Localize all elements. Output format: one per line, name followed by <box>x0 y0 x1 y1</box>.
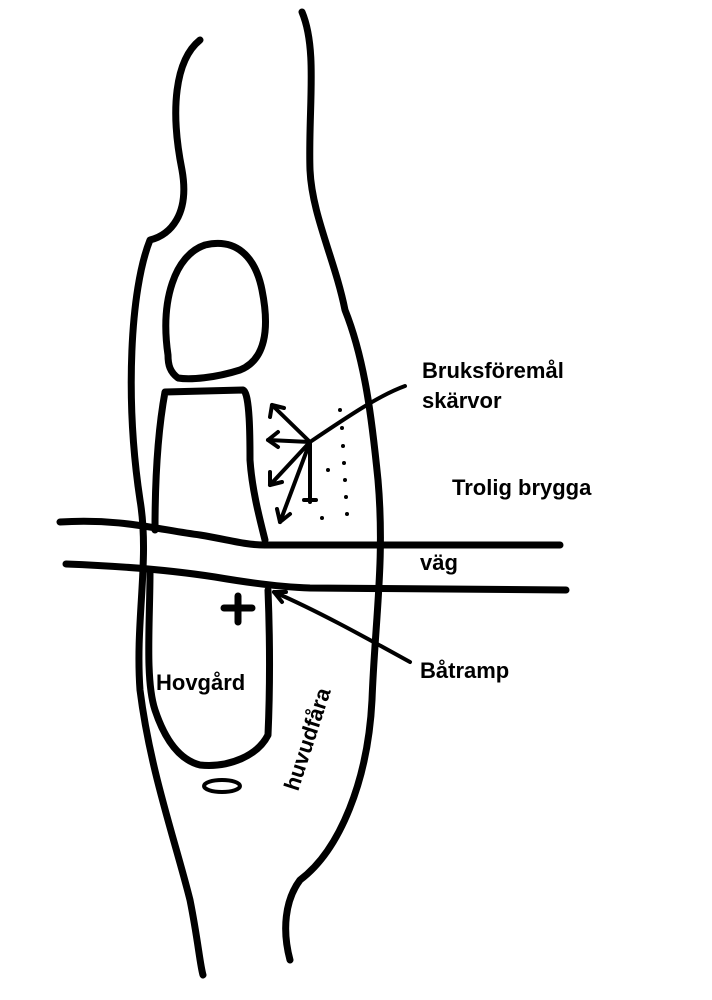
boat-ramp-leader <box>272 590 412 664</box>
label-artifacts-line2: skärvor <box>422 388 502 413</box>
hovgard-enclosure <box>145 568 273 769</box>
boat-ramp-arrowhead <box>272 590 288 604</box>
jetty-dots <box>320 408 349 520</box>
finds-arrows <box>266 403 318 524</box>
small-oval <box>202 778 242 794</box>
label-main-channel: huvudfåra <box>279 684 336 794</box>
cross-mark <box>220 592 256 626</box>
label-estate: Hovgård <box>156 670 245 695</box>
label-jetty: Trolig brygga <box>452 475 592 500</box>
artifacts-leader <box>308 384 407 444</box>
road-line-north <box>56 517 564 549</box>
label-artifacts-line1: Bruksföremål <box>422 358 564 383</box>
label-boat-ramp: Båtramp <box>420 658 509 683</box>
island-outline <box>127 8 384 979</box>
upper-enclosure <box>162 240 269 383</box>
building-north <box>151 386 269 544</box>
road-line-south <box>62 560 570 594</box>
label-road: väg <box>420 550 458 575</box>
